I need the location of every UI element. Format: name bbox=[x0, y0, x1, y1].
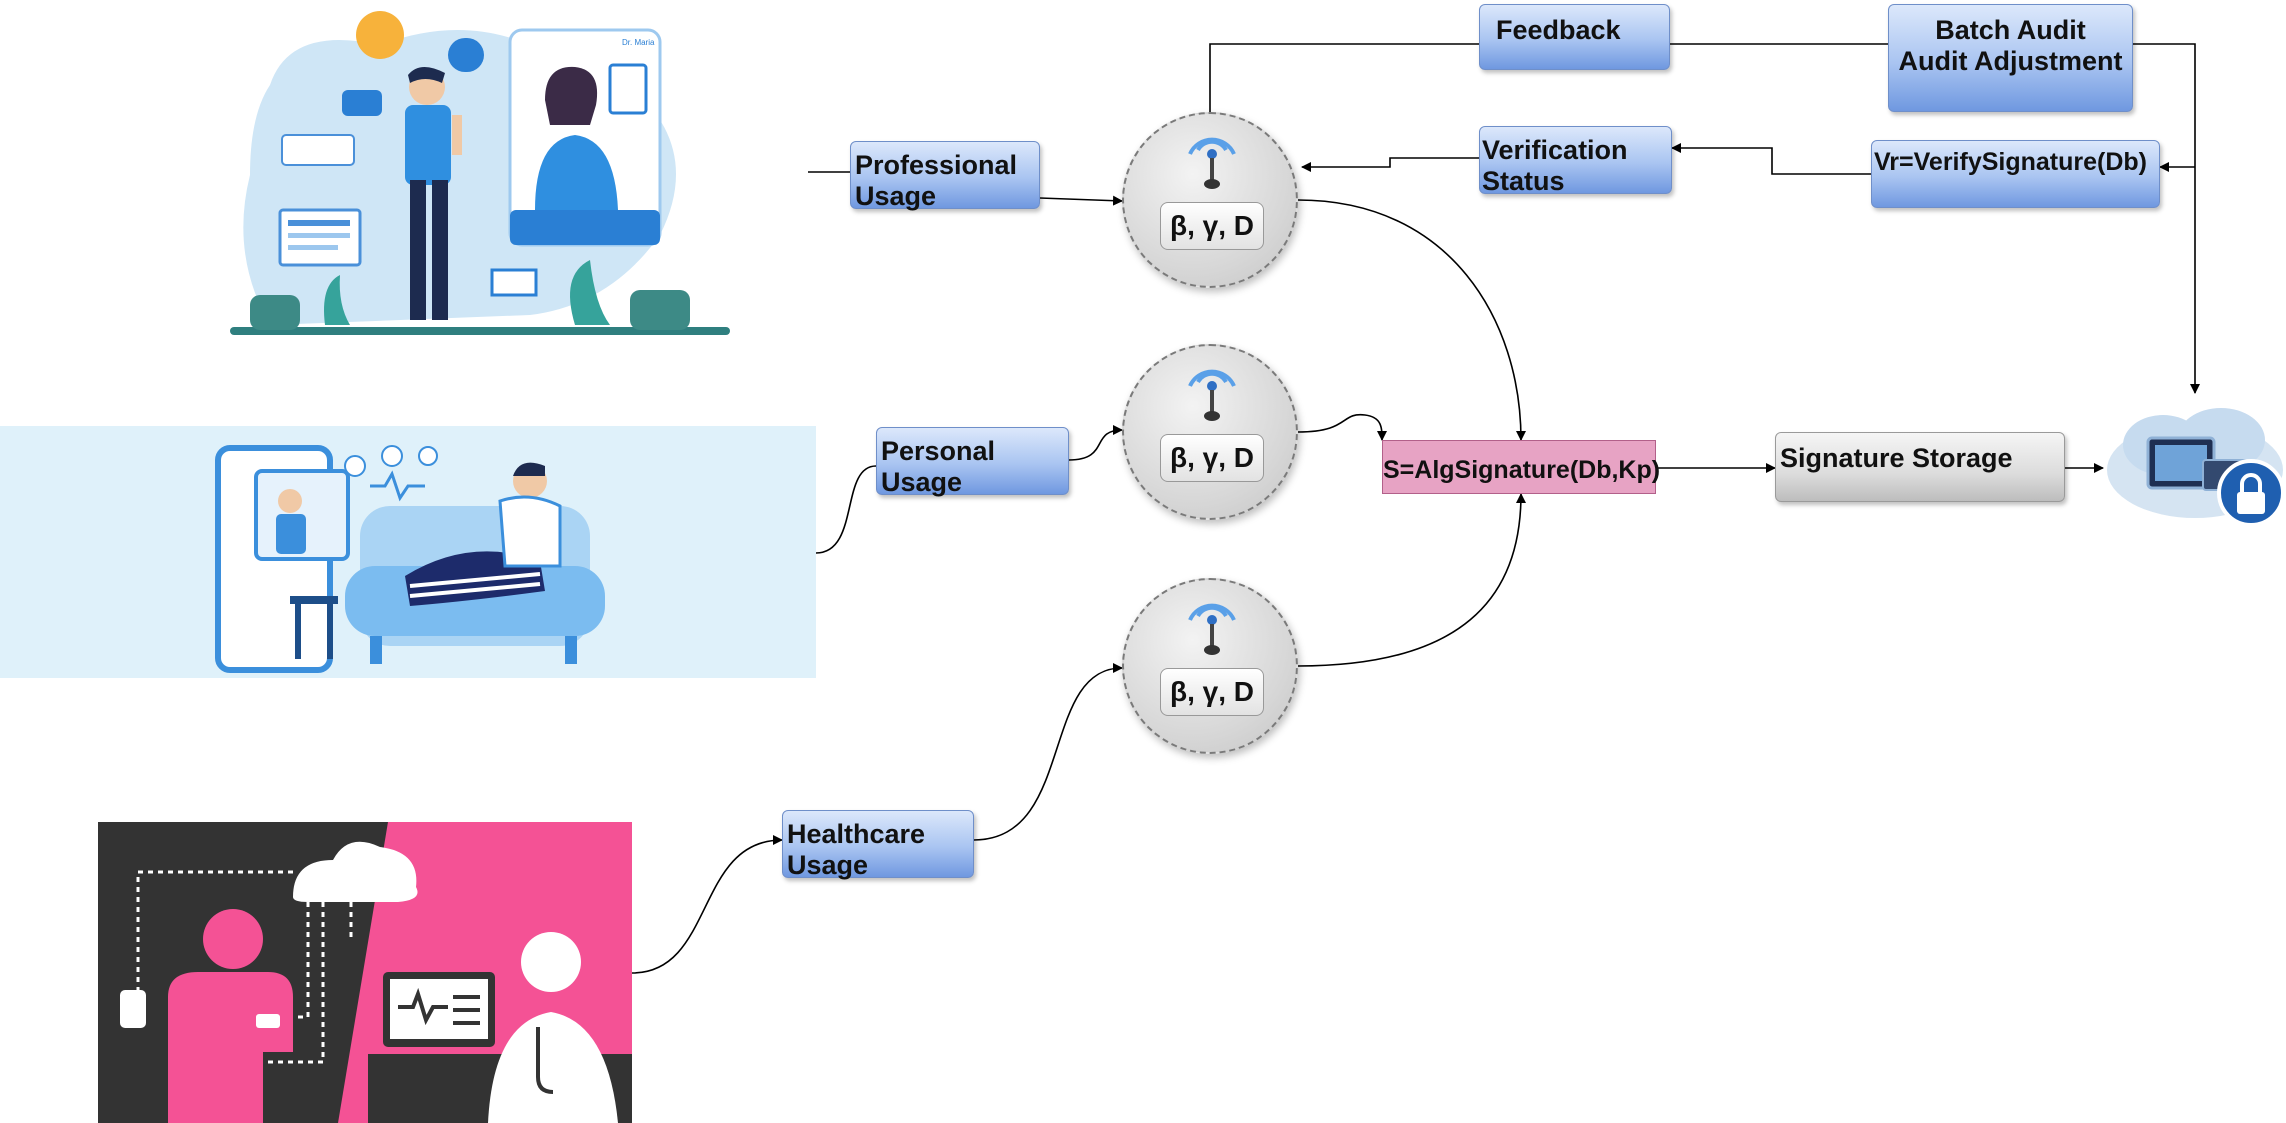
batch-audit-box: Batch Audit Audit Adjustment bbox=[1888, 4, 2133, 112]
professional-usage-line1: Professional bbox=[855, 150, 1018, 180]
edge-illus3-to-healthcare bbox=[631, 835, 783, 974]
signature-storage-label: Signature Storage bbox=[1780, 443, 2013, 473]
edge-personal-to-sensor2 bbox=[1068, 425, 1123, 461]
sensor-node-healthcare: β, γ, D bbox=[1122, 578, 1298, 754]
edge-batch-to-cloud bbox=[2133, 43, 2200, 394]
edge-sensor2-to-algsig bbox=[1297, 413, 1387, 441]
feedback-box: Feedback bbox=[1479, 4, 1670, 70]
edge-status-to-sensor1 bbox=[1301, 157, 1479, 172]
sensor-param-label: β, γ, D bbox=[1160, 668, 1264, 716]
verification-status-box: Verification Status bbox=[1479, 126, 1672, 196]
edge-professional-to-sensor1 bbox=[1039, 195, 1123, 206]
edge-sensor3-to-algsig bbox=[1297, 493, 1526, 667]
healthcare-usage-line2: Usage bbox=[787, 850, 869, 880]
home-telehealth-illustration bbox=[0, 426, 816, 678]
antenna-icon bbox=[1188, 603, 1236, 655]
feedback-label: Feedback bbox=[1496, 15, 1621, 45]
edge-sensor1-to-feedback bbox=[1209, 43, 1479, 112]
edge-sensor1-to-algsig bbox=[1297, 199, 1526, 441]
edge-verify-to-status bbox=[1671, 143, 1871, 175]
alg-signature-box: S=AlgSignature(Db,Kp) bbox=[1382, 440, 1661, 494]
verify-signature-box: Vr=VerifySignature(Db) bbox=[1871, 140, 2160, 208]
antenna-icon bbox=[1188, 137, 1236, 189]
verify-signature-label: Vr=VerifySignature(Db) bbox=[1874, 148, 2147, 176]
sensor-node-professional: β, γ, D bbox=[1122, 112, 1298, 288]
personal-usage-box: Personal Usage bbox=[876, 427, 1069, 497]
professional-usage-box: Professional Usage bbox=[850, 141, 1040, 211]
sensor-param-label: β, γ, D bbox=[1160, 202, 1264, 250]
healthcare-usage-box: Healthcare Usage bbox=[782, 810, 974, 880]
antenna-icon bbox=[1188, 369, 1236, 421]
secure-cloud-storage-icon bbox=[2107, 408, 2285, 527]
verification-status-line2: Status bbox=[1482, 166, 1565, 196]
healthcare-usage-line1: Healthcare bbox=[787, 819, 926, 849]
telemedicine-illustration: Dr. Maria bbox=[230, 11, 730, 335]
personal-usage-line1: Personal bbox=[881, 436, 996, 466]
sensor-param-label: β, γ, D bbox=[1160, 434, 1264, 482]
alg-signature-label: S=AlgSignature(Db,Kp) bbox=[1383, 456, 1661, 484]
batch-audit-line1: Batch Audit bbox=[1935, 15, 2086, 45]
batch-audit-line2: Audit Adjustment bbox=[1898, 46, 2123, 76]
verification-status-line1: Verification bbox=[1482, 135, 1628, 165]
edge-healthcare-to-sensor3 bbox=[973, 663, 1123, 841]
signature-storage-box: Signature Storage bbox=[1775, 432, 2065, 502]
professional-usage-line2: Usage bbox=[855, 181, 937, 211]
personal-usage-line2: Usage bbox=[881, 467, 963, 497]
edge-illus2-to-personal bbox=[815, 465, 877, 554]
doctor-name-caption: Dr. Maria bbox=[622, 38, 655, 47]
sensor-node-personal: β, γ, D bbox=[1122, 344, 1298, 520]
remote-monitoring-illustration bbox=[98, 822, 632, 1123]
